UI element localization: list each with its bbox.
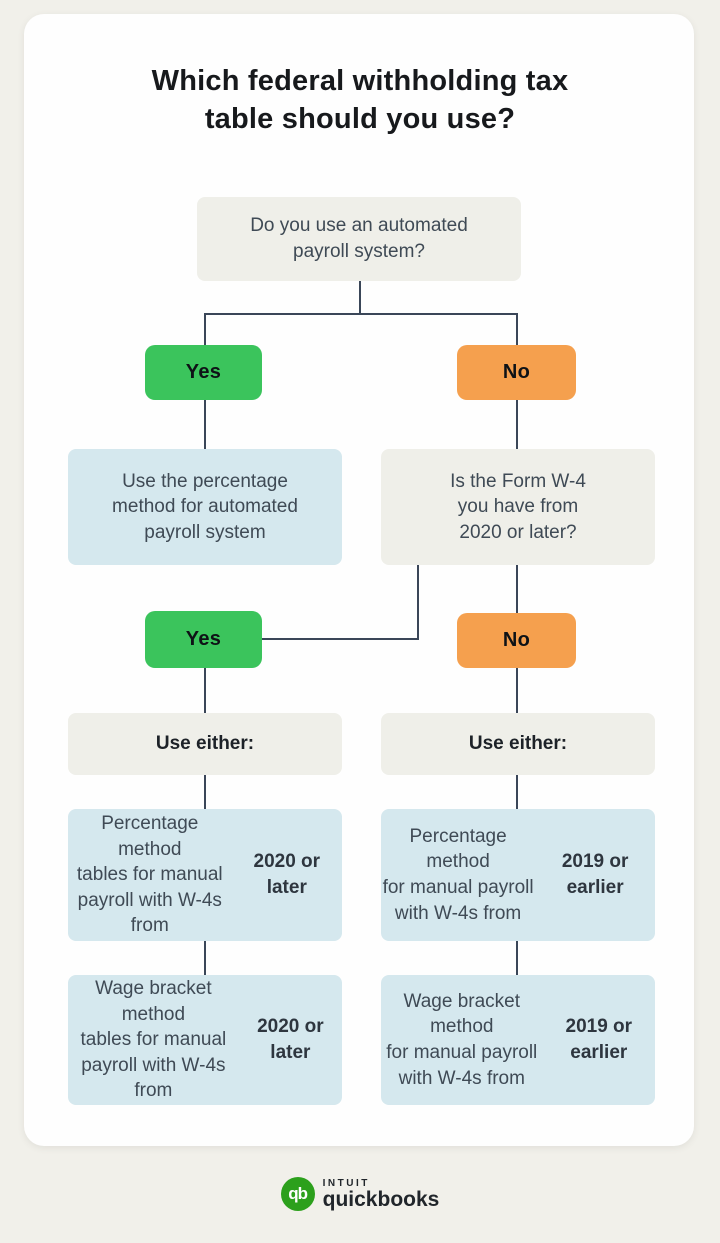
result-percentage-2019: Percentage method for manual payroll wit… bbox=[381, 809, 655, 941]
use-either-left: Use either: bbox=[68, 713, 342, 775]
result-percentage-2020: Percentage method tables for manual payr… bbox=[68, 809, 342, 941]
result-bold-text: 2019 or earlier bbox=[565, 1016, 633, 1063]
no-button-1: No bbox=[457, 345, 576, 400]
no-button-2: No bbox=[457, 613, 576, 668]
result-text: Percentage method for manual payroll wit… bbox=[382, 825, 534, 924]
connector-line bbox=[204, 668, 206, 713]
intuit-wordmark: intuit bbox=[322, 1178, 370, 1189]
page-title: Which federal withholding tax table shou… bbox=[151, 65, 569, 136]
quickbooks-wordmark: quickbooks bbox=[322, 1188, 440, 1211]
result-bold-text: 2020 or later bbox=[253, 851, 321, 898]
result-text: Percentage method tables for manual payr… bbox=[76, 812, 223, 937]
quickbooks-logo-icon: qb bbox=[280, 1177, 315, 1211]
connector-line bbox=[262, 638, 419, 640]
connector-line bbox=[204, 313, 206, 346]
connector-line bbox=[417, 565, 419, 640]
connector-line bbox=[516, 668, 518, 713]
yes-button-2: Yes bbox=[145, 611, 262, 668]
brand-wordmark: intuit quickbooks bbox=[323, 1178, 440, 1210]
answer-automated-percentage: Use the percentage method for automated … bbox=[68, 449, 342, 565]
result-wage-2019: Wage bracket method for manual payroll w… bbox=[381, 975, 655, 1105]
result-bold-text: 2019 or earlier bbox=[561, 851, 629, 898]
connector-line bbox=[516, 941, 518, 975]
question-w4-year: Is the Form W-4 you have from 2020 or la… bbox=[381, 449, 655, 565]
question-automated-payroll: Do you use an automated payroll system? bbox=[197, 197, 521, 281]
connector-line bbox=[204, 400, 206, 449]
connector-line bbox=[204, 941, 206, 975]
connector-line bbox=[204, 313, 518, 315]
connector-line bbox=[204, 775, 206, 809]
yes-button-1: Yes bbox=[145, 345, 262, 400]
use-either-right: Use either: bbox=[381, 713, 655, 775]
connector-line bbox=[516, 565, 518, 614]
connector-line bbox=[516, 775, 518, 809]
result-text: Wage bracket method tables for manual pa… bbox=[80, 977, 227, 1102]
connector-line bbox=[516, 400, 518, 449]
result-text: Wage bracket method for manual payroll w… bbox=[386, 990, 538, 1089]
connector-line bbox=[359, 281, 361, 315]
result-bold-text: 2020 or later bbox=[257, 1016, 324, 1063]
result-wage-2020: Wage bracket method tables for manual pa… bbox=[68, 975, 342, 1105]
connector-line bbox=[516, 313, 518, 346]
footer-brand: qb intuit quickbooks bbox=[0, 1177, 720, 1211]
